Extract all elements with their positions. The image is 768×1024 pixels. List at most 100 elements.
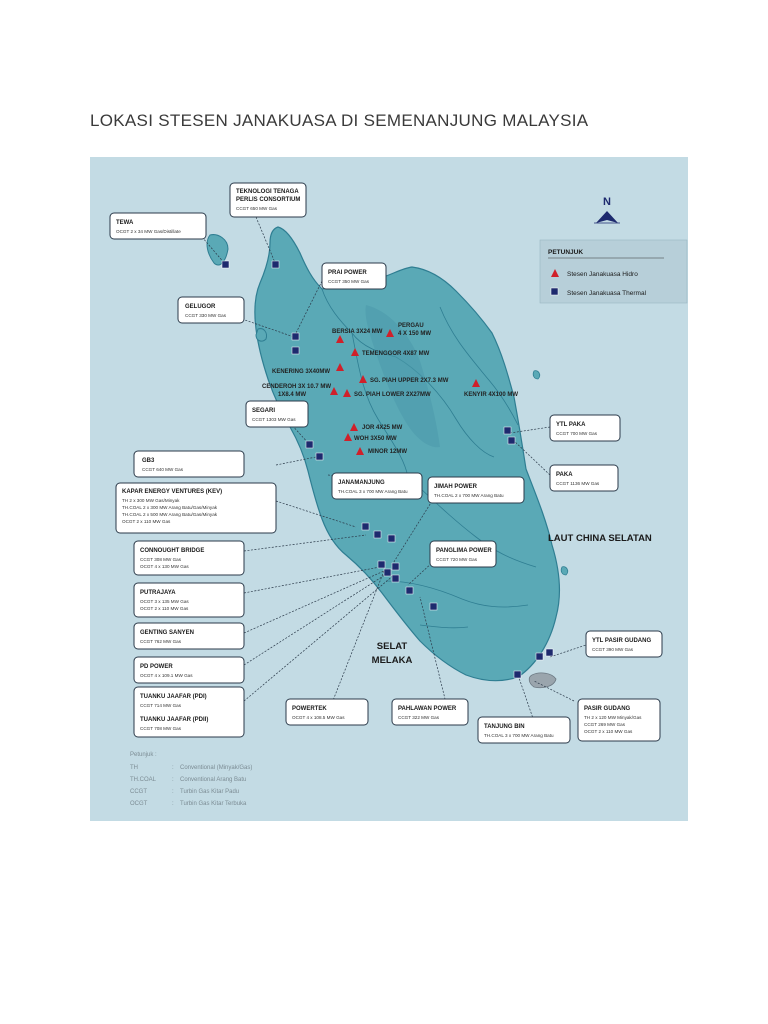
thermal-marker-tewa xyxy=(221,260,230,269)
thermal-marker-jimah xyxy=(387,534,396,543)
hydro-legend-icon xyxy=(551,269,559,277)
island-small-2 xyxy=(560,566,569,576)
station-name: SEGARI xyxy=(252,408,275,414)
abbr-code-thcoal: TH.COAL xyxy=(130,777,157,783)
callout-gelugor: GELUGOR CCGT 330 MW Gas xyxy=(177,296,245,324)
map-canvas: N PETUNJUK Stesen Janakuasa Hidro Stesen… xyxy=(90,157,688,821)
svg-text::: : xyxy=(172,777,174,783)
thermal-marker-tanjungbin xyxy=(513,670,522,679)
station-detail: CCGT 330 MW Gas xyxy=(185,313,227,318)
hydro-marker-pergau xyxy=(386,329,394,337)
hydro-marker-cenderoh xyxy=(330,387,338,395)
hydro-label-woh: WOH 3X50 MW xyxy=(354,436,397,442)
station-detail: CCGT 322 MW Gas xyxy=(398,715,440,720)
hydro-label-piah-lower: SG. PIAH LOWER 2X27MW xyxy=(354,392,431,398)
callout-kev: KAPAR ENERGY VENTURES (KEV) TH 2 x 300 M… xyxy=(115,482,277,534)
station-detail-1: CCGT 308 MW Gas xyxy=(140,557,182,562)
svg-text::: : xyxy=(172,789,174,795)
callout-pdpower: PD POWER OCGT 4 x 109.1 MW Gas xyxy=(133,656,245,684)
callout-tuanku: TUANKU JAAFAR (PDI) CCGT 714 MW Gas TUAN… xyxy=(133,686,245,738)
callout-segari: SEGARI CCGT 1303 MW Gas xyxy=(245,400,309,428)
station-name: JIMAH POWER xyxy=(434,484,478,490)
callout-genting: GENTING SANYEN CCGT 762 MW Gas xyxy=(133,622,245,650)
callout-powertek: POWERTEK OCGT 4 x 108.5 MW Gas xyxy=(285,698,369,726)
station-detail: TH.COAL 3 x 700 MW Arang Batu xyxy=(484,733,554,738)
station-name: TANJUNG BIN xyxy=(484,724,525,730)
thermal-marker-panglima xyxy=(429,602,438,611)
station-detail: CCGT 640 MW Gas xyxy=(142,467,184,472)
hydro-markers: BERSIA 3X24 MW PERGAU 4 X 150 MW TEMENGG… xyxy=(262,323,518,455)
callout-pasirgudang: PASIR GUDANG TH 2 x 120 MW Minyak/Gas CC… xyxy=(577,698,661,742)
hydro-label-temenggor: TEMENGGOR 4X87 MW xyxy=(362,351,430,357)
station-detail: OCGT 4 x 108.5 MW Gas xyxy=(292,715,345,720)
island-small-1 xyxy=(532,370,541,380)
station-detail-1: OCGT 3 x 135 MW Gas xyxy=(140,599,189,604)
thermal-marker-connought xyxy=(373,530,382,539)
abbr-code-ccgt: CCGT xyxy=(130,789,147,795)
state-border-6 xyxy=(385,580,529,608)
hydro-marker-jor xyxy=(350,423,358,431)
hydro-label-pergau: PERGAU xyxy=(398,323,424,329)
abbr-code-th: TH xyxy=(130,765,138,771)
callout-panglima: PANGLIMA POWER CCGT 720 MW Gas xyxy=(429,540,497,568)
strait-label-line1: SELAT xyxy=(377,641,408,652)
station-name: GB3 xyxy=(142,458,155,464)
station-name: PUTRAJAYA xyxy=(140,590,176,596)
callout-gb3: GB3 CCGT 640 MW Gas xyxy=(133,450,245,478)
thermal-marker-prai xyxy=(291,332,300,341)
station-name: PANGLIMA POWER xyxy=(436,548,492,554)
station-detail: CCGT 720 MW Gas xyxy=(436,557,478,562)
thermal-marker-putrajaya xyxy=(377,560,386,569)
state-border-7 xyxy=(419,624,469,629)
station-detail: CCGT 1303 MW Gas xyxy=(252,417,296,422)
callout-ytlpasir: YTL PASIR GUDANG CCGT 390 MW Gas xyxy=(585,630,663,658)
svg-text::: : xyxy=(172,801,174,807)
callout-perlis: TEKNOLOGI TENAGA PERLIS CONSORTIUM CCGT … xyxy=(229,182,307,218)
station-detail-2: TH.COAL 2 x 300 MW Arang Batu/Gas/Minyak xyxy=(122,505,218,510)
abbreviation-key: Petunjuk : TH : Conventional (Minyak/Gas… xyxy=(130,752,252,807)
hydro-marker-piah-upper xyxy=(359,375,367,383)
thermal-marker-gelugor xyxy=(291,346,300,355)
north-label: N xyxy=(603,196,611,208)
hydro-label-bersia: BERSIA 3X24 MW xyxy=(332,329,383,335)
hydro-label-kenering: KENERING 3X40MW xyxy=(272,369,330,375)
thermal-marker-gb3 xyxy=(315,452,324,461)
station-detail-2: OCGT 4 x 130 MW Gas xyxy=(140,564,189,569)
abbr-desc-ocgt: Turbin Gas Kitar Terbuka xyxy=(180,801,247,807)
callout-prai: PRAI POWER CCGT 350 MW Gas xyxy=(321,262,387,290)
legend-item-thermal: Stesen Janakuasa Thermal xyxy=(567,290,647,297)
legend: PETUNJUK Stesen Janakuasa Hidro Stesen J… xyxy=(539,239,688,304)
callout-connought: CONNOUGHT BRIDGE CCGT 308 MW Gas OCGT 4 … xyxy=(133,540,245,576)
callout-putrajaya: PUTRAJAYA OCGT 3 x 135 MW Gas OCGT 2 x 1… xyxy=(133,582,245,618)
station-name: POWERTEK xyxy=(292,706,327,712)
abbreviation-title: Petunjuk : xyxy=(130,752,157,758)
station-name: TEKNOLOGI TENAGA xyxy=(236,189,299,195)
station-name: YTL PASIR GUDANG xyxy=(592,638,651,644)
thermal-marker-perlis xyxy=(271,260,280,269)
thermal-marker-ytlpasir xyxy=(545,648,554,657)
station-detail: TH.COAL 2 x 700 MW Arang Batu xyxy=(434,493,504,498)
thermal-marker-ytlpaka xyxy=(503,426,512,435)
station-detail: OCGT 4 x 109.1 MW Gas xyxy=(140,673,193,678)
legend-item-hydro: Stesen Janakuasa Hidro xyxy=(567,271,638,278)
thermal-marker-kev xyxy=(361,522,370,531)
station-detail-3: OCGT 2 x 110 MW Gas xyxy=(584,729,633,734)
station-name: PAHLAWAN POWER xyxy=(398,706,457,712)
south-china-sea-label: LAUT CHINA SELATAN xyxy=(548,533,652,544)
hydro-label-minor: MINOR 12MW xyxy=(368,449,407,455)
callout-pahlawan: PAHLAWAN POWER CCGT 322 MW Gas xyxy=(391,698,469,726)
state-border-3 xyxy=(439,306,519,426)
station-detail: CCGT 762 MW Gas xyxy=(140,639,182,644)
abbr-desc-ccgt: Turbin Gas Kitar Padu xyxy=(180,789,239,795)
compass-arrow-icon xyxy=(596,211,618,223)
station-name: PAKA xyxy=(556,472,573,478)
callout-tewa: TEWA OCGT 2 x 34 MW Gas/Distillate xyxy=(109,212,207,240)
thermal-marker-genting xyxy=(383,568,392,577)
station-detail: OCGT 2 x 34 MW Gas/Distillate xyxy=(116,229,181,234)
station-name: PD POWER xyxy=(140,664,173,670)
callout-jimah: JIMAH POWER TH.COAL 2 x 700 MW Arang Bat… xyxy=(427,476,525,504)
north-arrow: N xyxy=(594,196,620,224)
station-name: KAPAR ENERGY VENTURES (KEV) xyxy=(122,489,222,495)
station-name: GENTING SANYEN xyxy=(140,630,194,636)
hydro-label-kenyir: KENYIR 4X100 MW xyxy=(464,392,518,398)
